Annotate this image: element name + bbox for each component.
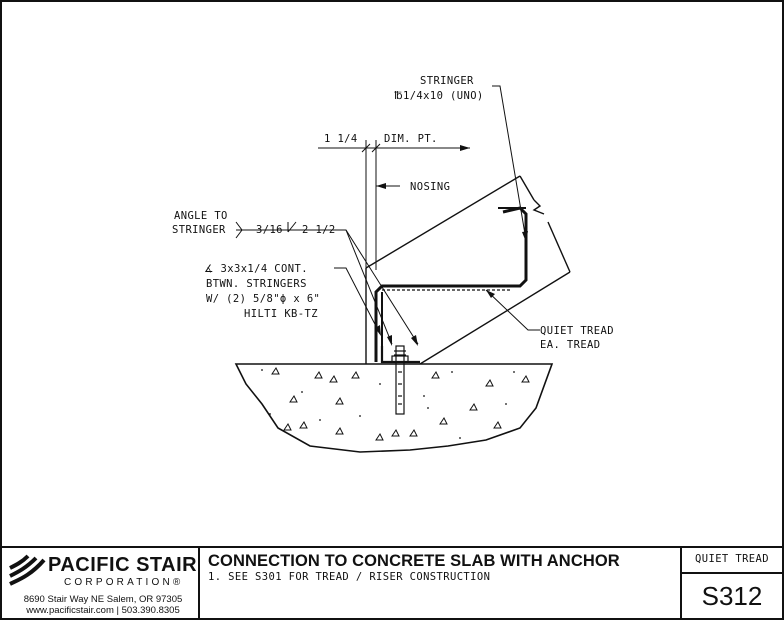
weld-length-right: 2 1/2 [302,224,336,236]
company-name: PACIFIC STAIR [48,554,198,576]
angle-note-line3: W/ (2) 5/8"ϕ x 6" [206,293,320,305]
leader-arrow [486,290,495,298]
concrete-aggregate [271,367,530,441]
stair-logo-icon [9,554,46,586]
drawing-category: QUIET TREAD [682,548,782,574]
sheet-number: S312 [701,581,763,611]
quiet-tread-label: QUIET TREAD [540,325,614,337]
company-address-block: 8690 Stair Way NE Salem, OR 97305 www.pa… [10,594,196,616]
dim-label-left: 1 1/4 [324,133,358,145]
drawing-title: CONNECTION TO CONCRETE SLAB WITH ANCHOR [208,552,620,570]
stringer-size-label: ℔1/4x10 (UNO) [394,90,484,102]
anchor-bolt [391,345,409,415]
leader-lines [236,85,540,345]
title-block: PACIFIC STAIR CORPORATION® 8690 Stair Wa… [2,546,782,620]
angle-to-label: ANGLE TO [174,210,228,222]
nosing-arrow [376,183,386,189]
tread-riser-profile [374,206,528,362]
base-angle [380,346,420,364]
leader-arrow [522,231,528,242]
dim-arrow [460,145,470,151]
stringer-label: STRINGER [420,75,474,87]
company-logo-cell: PACIFIC STAIR CORPORATION® 8690 Stair Wa… [2,548,200,620]
concrete-dots [261,369,515,439]
quiet-tread-sub-label: EA. TREAD [540,339,601,351]
nosing-label: NOSING [410,181,450,193]
drawing-title-cell: CONNECTION TO CONCRETE SLAB WITH ANCHOR … [200,548,682,620]
dimension-lines [318,140,470,270]
angle-note-line4: HILTI KB-TZ [244,308,318,320]
weld-symbol [235,221,297,239]
leader-arrow [411,335,418,346]
stringer-word-label: STRINGER [172,224,226,236]
dim-label-right: DIM. PT. [384,133,438,145]
company-address: 8690 Stair Way NE Salem, OR 97305 [23,594,183,605]
leader-arrow [375,325,381,336]
sheet-info-cell: QUIET TREAD S312 [682,548,782,620]
company-contact: www.pacificstair.com | 503.390.8305 [26,605,180,616]
weld-size-left: 3/16 [256,224,283,236]
company-subtitle: CORPORATION® [64,577,184,588]
stringer [365,175,571,365]
angle-note-line1: ∡ 3x3x1/4 CONT. [204,263,308,275]
leader-arrow [387,335,392,346]
angle-note-line2: BTWN. STRINGERS [206,278,307,290]
concrete-slab [234,363,554,453]
drawing-note: 1. SEE S301 FOR TREAD / RISER CONSTRUCTI… [208,571,491,583]
